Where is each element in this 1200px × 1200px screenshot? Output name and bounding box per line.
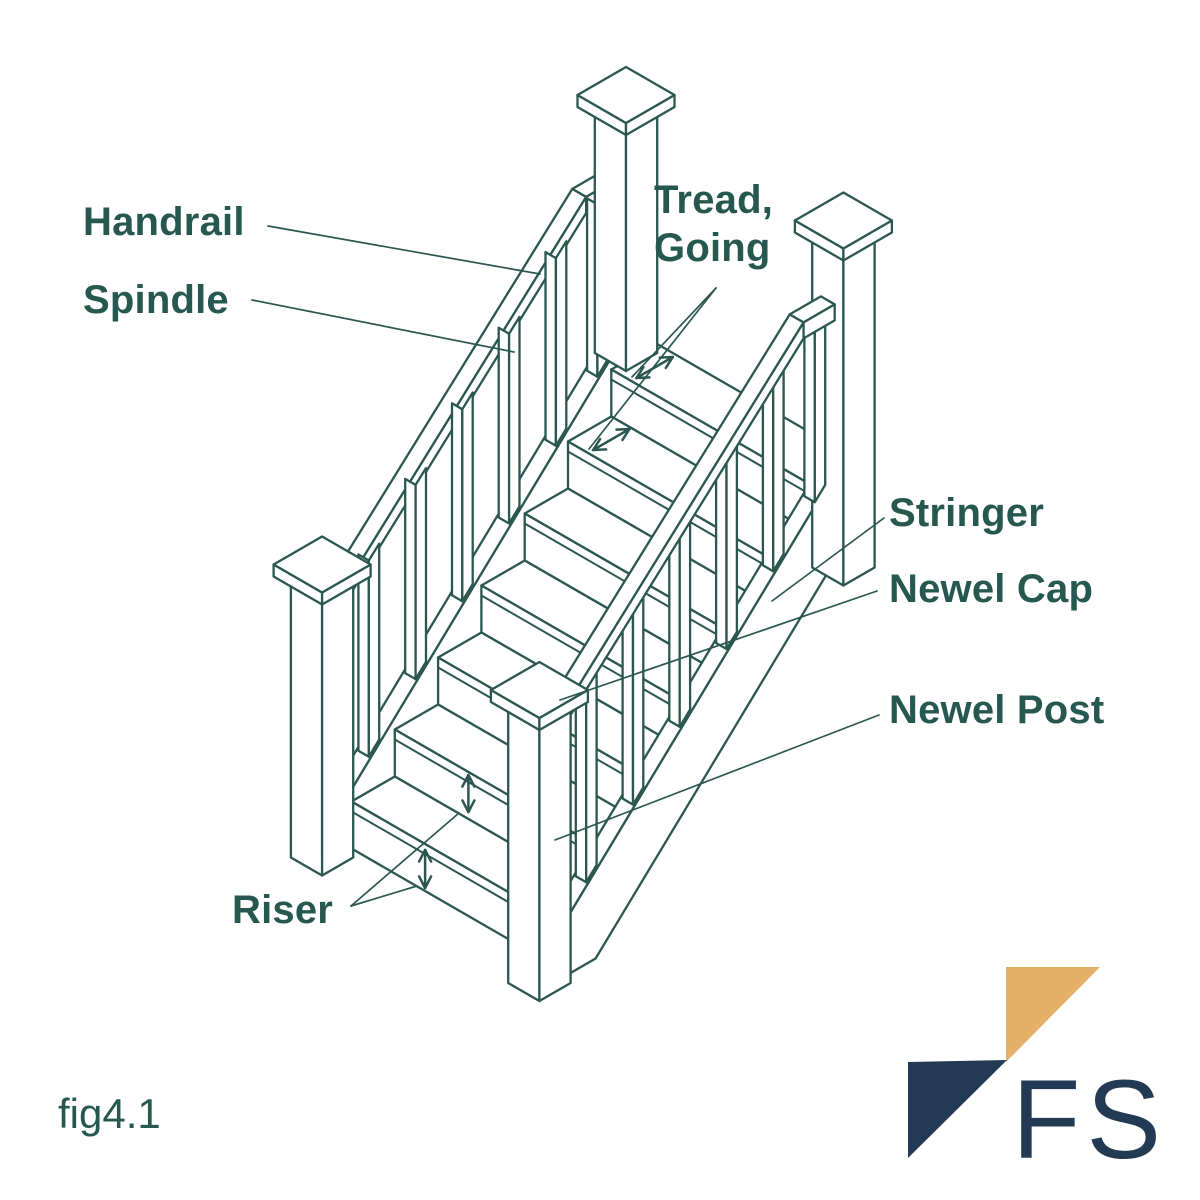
leader-lines	[251, 225, 885, 907]
label-tread-going: Tread, Going	[654, 176, 773, 272]
logo-gold-triangle	[1006, 967, 1100, 1062]
riser-arrows	[417, 773, 476, 890]
going-arrows	[591, 355, 675, 452]
label-stringer: Stringer	[889, 491, 1044, 535]
logo-text: FS	[1012, 1057, 1167, 1182]
label-newel-post: Newel Post	[889, 688, 1105, 732]
label-tread-line1: Tread,	[654, 178, 774, 222]
fs-logo: FS	[908, 967, 1167, 1182]
label-riser: Riser	[232, 888, 334, 932]
staircase-lines	[272, 65, 894, 1003]
label-handrail: Handrail	[83, 200, 245, 244]
logo-navy-triangle	[908, 1060, 1007, 1158]
label-spindle: Spindle	[83, 278, 229, 322]
figure-caption: fig4.1	[58, 1090, 161, 1137]
label-tread-line2: Going	[654, 226, 771, 270]
label-newel-cap: Newel Cap	[889, 567, 1094, 611]
